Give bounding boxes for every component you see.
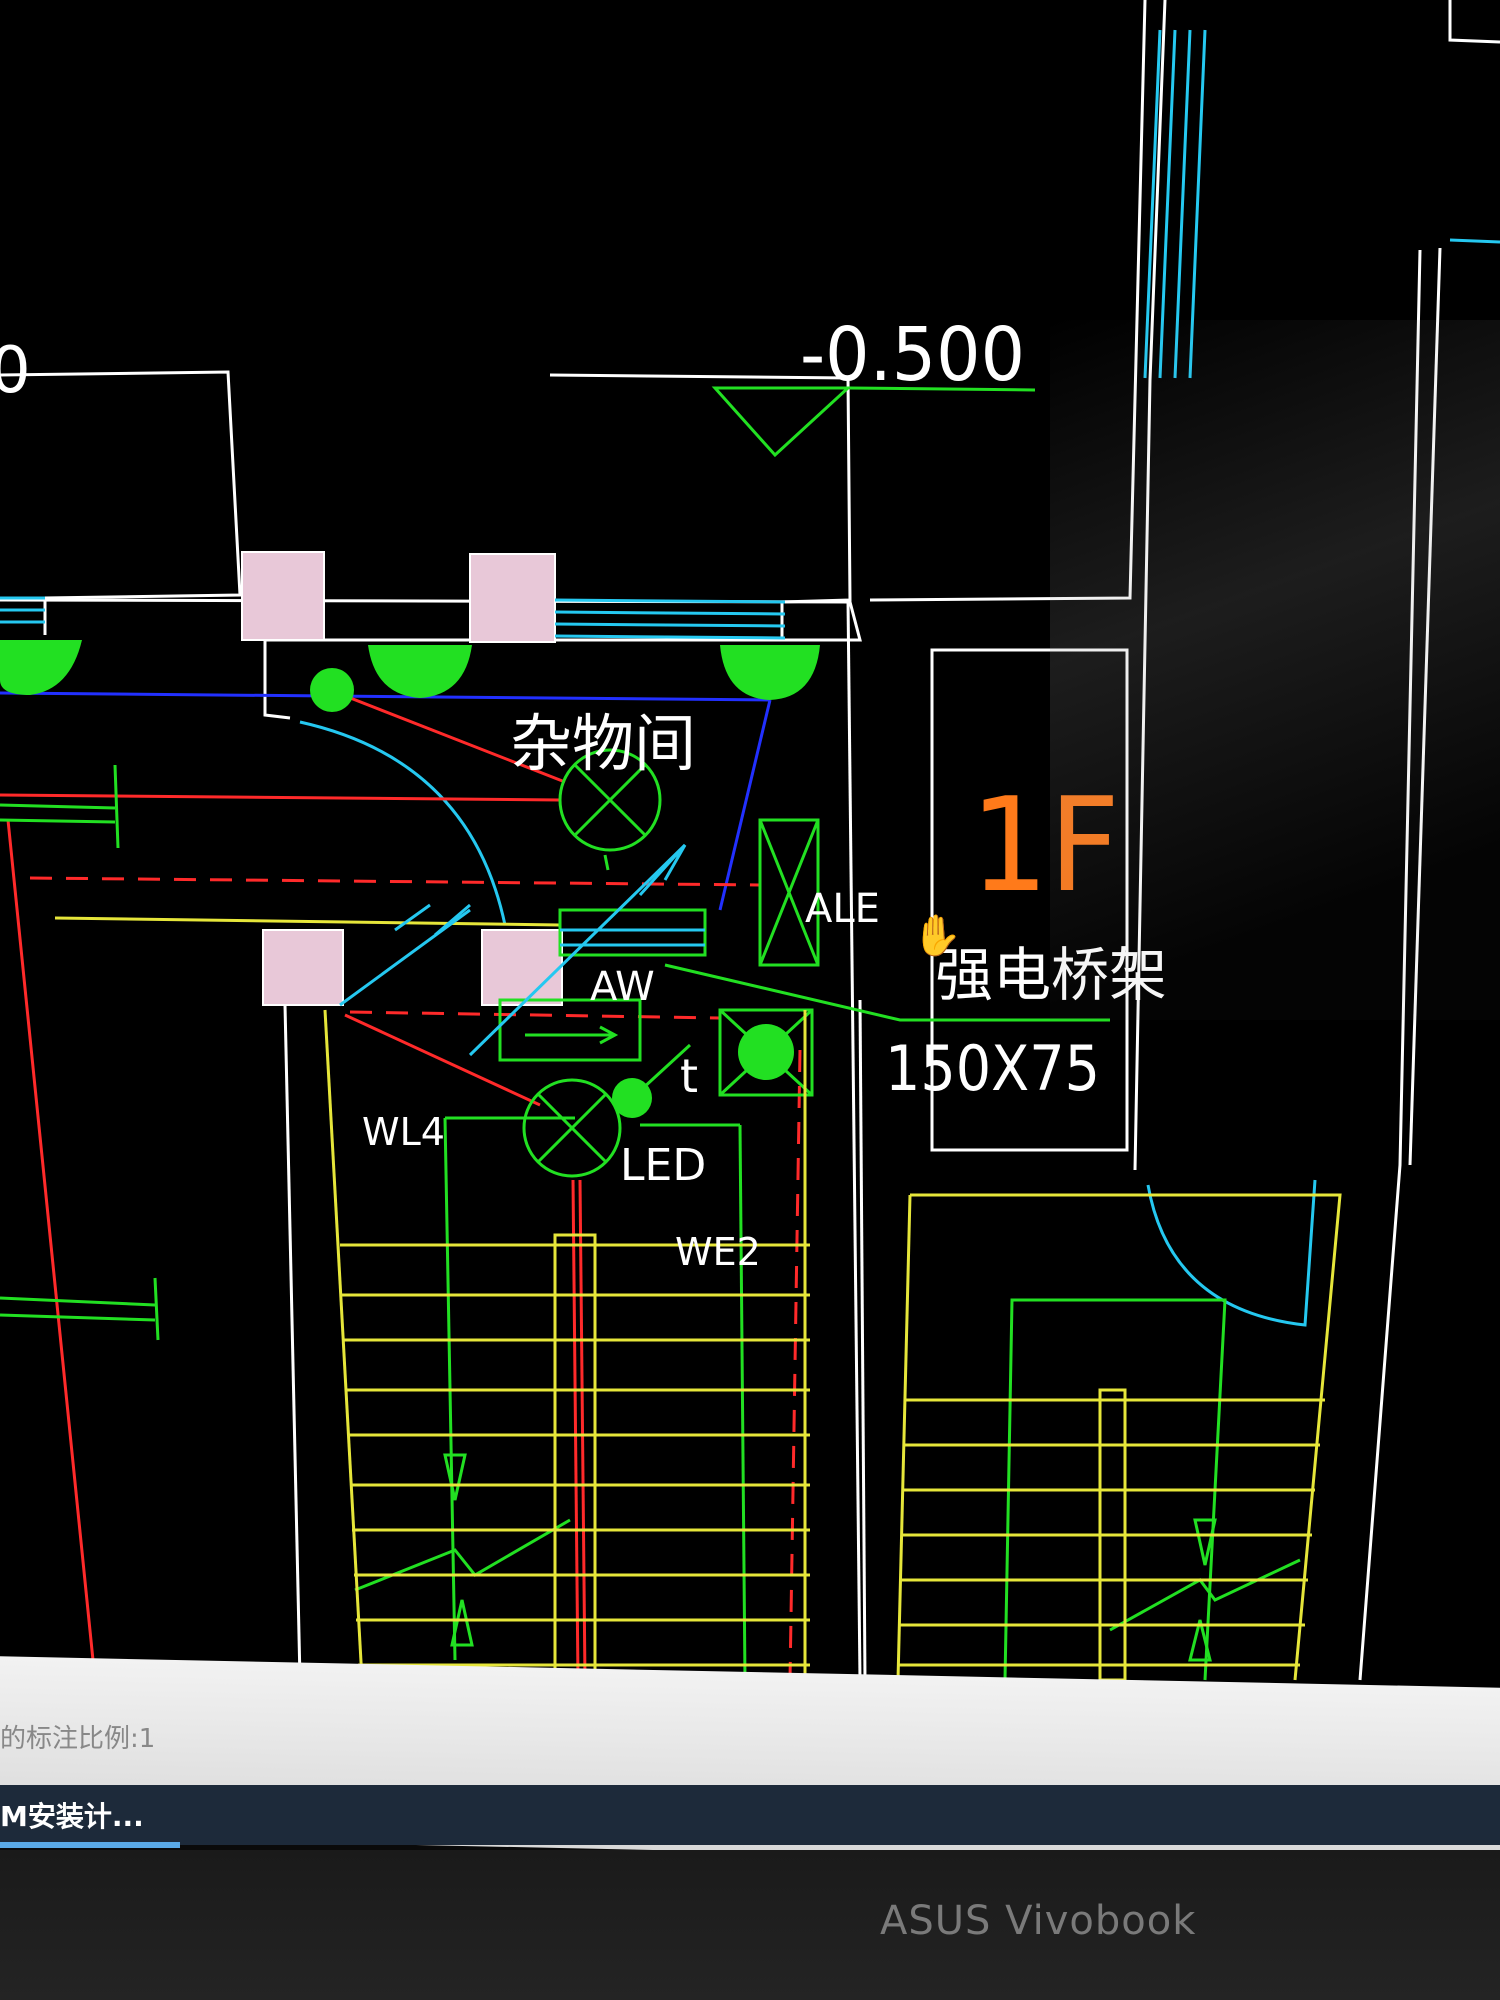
door-arc-left (299, 720, 507, 926)
panel-aw-box (558, 908, 707, 957)
column-4 (481, 929, 563, 1006)
circuit-left-3 (0, 1277, 160, 1341)
switch-t-label: t (680, 1049, 698, 1103)
arrow-up-left (450, 1599, 474, 1647)
red-line-diag-1 (329, 688, 566, 784)
red-line-diag-2 (344, 1013, 541, 1107)
light-fixture-icon (522, 748, 662, 1178)
cad-labels: 0 -0.500 杂物间 1F 强电桥架 150X75 ALE AW WL4 L… (0, 312, 1167, 1274)
edge-fragment: 0 (0, 334, 31, 408)
cable-tray-size: 150X75 (885, 1032, 1100, 1105)
arrow-box (498, 998, 642, 1062)
lamp-small-2 (612, 1078, 652, 1118)
cyan-tray (339, 843, 705, 1057)
elevation-triangle (711, 386, 852, 458)
yellow-line (54, 916, 561, 927)
taskbar-app-label[interactable]: M安装计... (0, 1800, 144, 1833)
lamp-dome-2 (368, 645, 472, 698)
window-right-edge (1449, 238, 1500, 244)
red-line-vertical-left (6, 819, 97, 1681)
arrow-down-left (443, 1453, 467, 1501)
lamp-drop (603, 854, 610, 871)
panel-ale-x (758, 819, 820, 966)
lamp-small-1 (310, 668, 354, 712)
red-line-dash-2 (349, 1010, 721, 1020)
floor-plan-drawing[interactable]: 0 -0.500 杂物间 1F 强电桥架 150X75 ALE AW WL4 L… (0, 0, 1500, 1690)
annotation-scale-text: 的标注比例:1 (0, 1724, 156, 1754)
circuit-left-1 (0, 764, 120, 849)
elevation-underline (849, 386, 1036, 392)
columns (241, 551, 563, 1006)
stairs-right (896, 1193, 1342, 1682)
arrow-down-right (1193, 1518, 1217, 1566)
lamp-dome-1 (0, 640, 82, 695)
door-arc-right (1146, 1179, 1317, 1327)
red-line-top (0, 793, 561, 802)
circuit-left-2 (0, 818, 116, 824)
red-line-dash-vertical (788, 1049, 802, 1681)
hand-cursor-icon: ✋ (912, 913, 962, 959)
tray-room-box (930, 648, 1129, 1152)
window-center (554, 598, 786, 640)
window-top-right (1143, 29, 1207, 379)
walls (0, 0, 1500, 1681)
lamp-dome-icon (0, 640, 820, 1118)
red-line-center-2 (571, 1179, 580, 1681)
break-line-right (1109, 1558, 1301, 1632)
circuit-wl4-label: WL4 (362, 1110, 445, 1154)
light-fixture-stair (522, 1078, 622, 1178)
column-1 (241, 551, 325, 641)
blue-lines (0, 691, 772, 911)
cad-viewport[interactable]: 0 -0.500 杂物间 1F 强电桥架 150X75 ALE AW WL4 L… (0, 0, 1500, 1690)
wall-corridor-left (846, 599, 862, 1681)
room-name: 杂物间 (510, 707, 696, 780)
taskbar-active-indicator (0, 1842, 180, 1848)
wall-left-room (0, 370, 242, 635)
laptop-brand-logo: ASUS Vivobook (880, 1898, 1197, 1944)
arrow-line (525, 1025, 619, 1045)
cable-tray-label: 强电桥架 (935, 941, 1167, 1009)
windows (0, 29, 1500, 1327)
circuit-we2-label: WE2 (675, 1230, 761, 1274)
column-2 (469, 553, 556, 643)
wall-right-outer (1133, 0, 1167, 1171)
red-line-dash (29, 876, 761, 887)
arrow-up-right (1188, 1619, 1212, 1662)
elevation-label: -0.500 (800, 312, 1025, 398)
wall-stair-right (858, 999, 867, 1681)
taskbar (0, 1785, 1500, 1845)
wall-far-right (1358, 249, 1422, 1681)
light-fixture-room (558, 748, 662, 852)
wall-stair-left (283, 1004, 302, 1681)
window-left (0, 596, 45, 624)
panel-aw-label: AW (590, 964, 655, 1010)
lamp-dome-3 (720, 645, 820, 700)
tray-leader (664, 963, 1110, 1022)
blue-line-top (0, 691, 771, 702)
panel-ale-label: ALE (805, 886, 880, 932)
column-3 (262, 929, 344, 1006)
floor-label: 1F (970, 769, 1120, 921)
stairs-left (323, 1009, 810, 1682)
wall-far-right-2 (1408, 247, 1442, 1166)
circuit-left-4 (0, 1313, 156, 1322)
lamp-small-3 (738, 1024, 794, 1080)
laptop-bezel (0, 1850, 1500, 2000)
blue-line-diag (718, 699, 772, 911)
circuit-we2 (738, 1124, 747, 1681)
fixture-led-label: LED (620, 1140, 706, 1191)
wall-top-right (1448, 0, 1500, 44)
break-line-left (354, 1518, 571, 1592)
red-line-center (578, 1179, 587, 1681)
wall-corridor-inner (869, 0, 1147, 602)
